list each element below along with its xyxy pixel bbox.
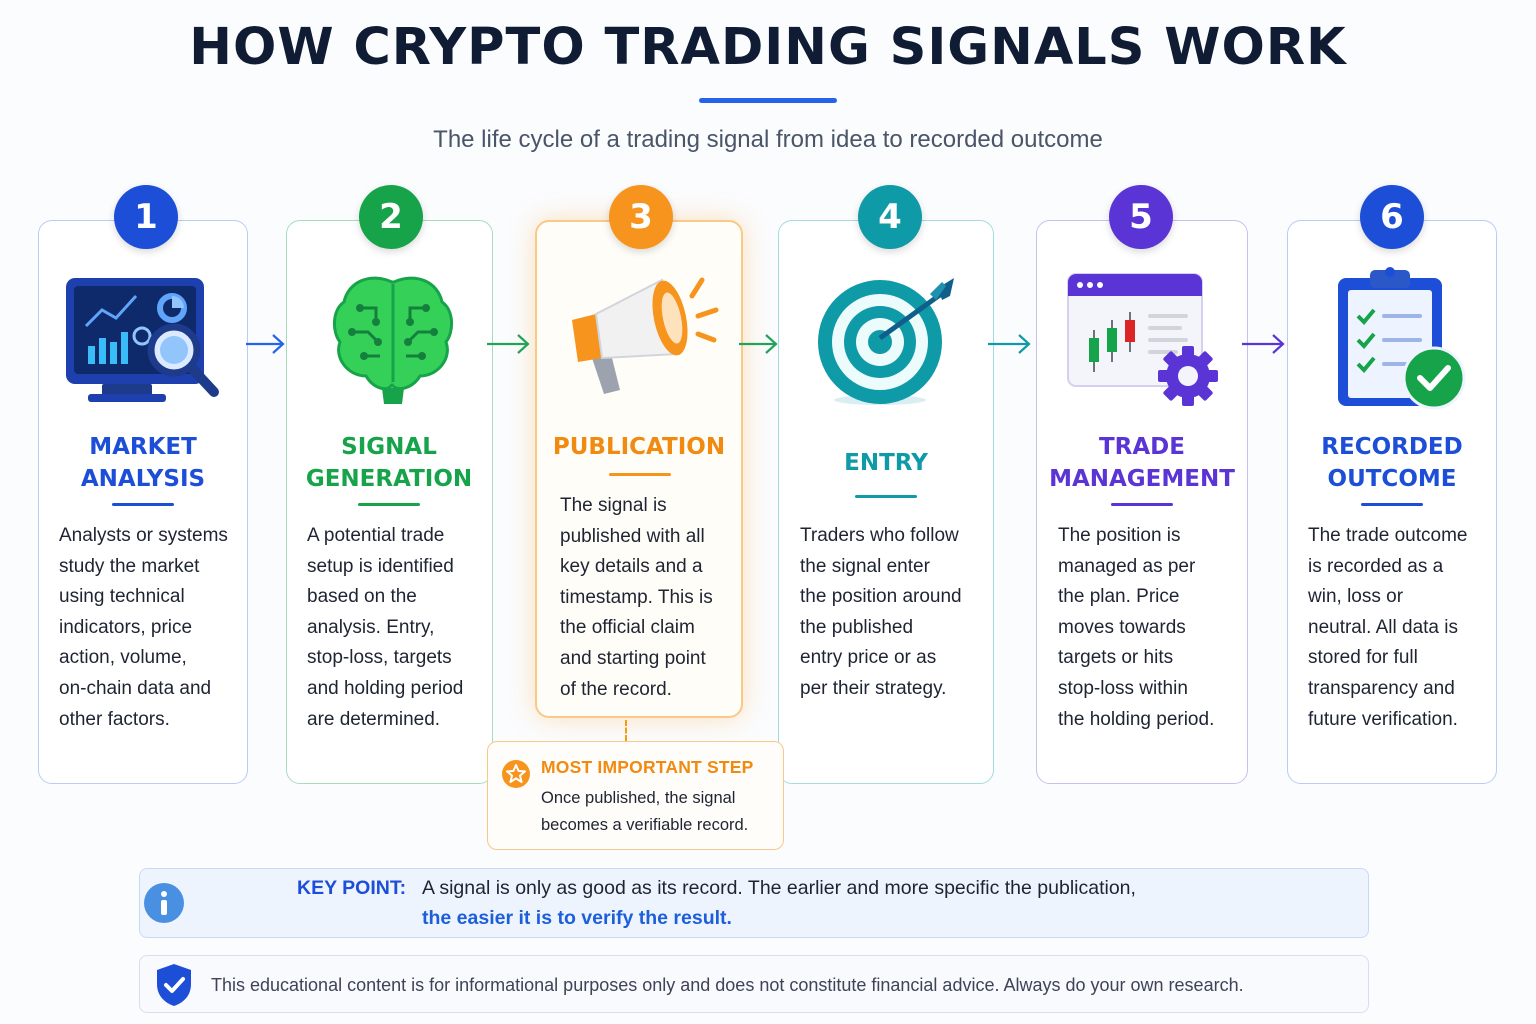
info-icon <box>144 883 184 923</box>
arrow-right-icon <box>487 334 530 354</box>
disclaimer-text: This educational content is for informat… <box>211 975 1244 995</box>
step-description: The signal is published with all key det… <box>560 495 713 700</box>
arrow-right-icon <box>246 334 285 354</box>
arrow-right-icon <box>988 334 1031 354</box>
candlestick-window-gear-icon <box>1067 273 1218 406</box>
heading-underline <box>112 503 174 506</box>
heading-underline <box>855 495 917 498</box>
step-heading: RECORDED OUTCOME <box>1321 434 1463 492</box>
heading-underline <box>1111 503 1173 506</box>
step-heading: SIGNAL GENERATION <box>305 434 473 492</box>
callout-text: Once published, the signal becomes a ver… <box>541 789 749 834</box>
step-description: Analysts or systems study the market usi… <box>59 525 228 730</box>
disclaimer-box <box>139 955 1369 1013</box>
step-number-badge: 4 <box>858 185 922 249</box>
megaphone-icon <box>572 277 719 394</box>
most-important-step-callout <box>487 741 784 850</box>
step-heading: PUBLICATION <box>552 434 726 460</box>
clipboard-check-icon <box>1338 267 1466 410</box>
callout-connector <box>625 720 627 741</box>
target-arrow-icon <box>818 278 954 405</box>
step-number-badge: 2 <box>359 185 423 249</box>
key-point-text: A signal is only as good as its record. … <box>422 877 1136 899</box>
heading-underline <box>1361 503 1423 506</box>
arrow-right-icon <box>1242 334 1285 354</box>
arrow-right-icon <box>739 334 778 354</box>
title-underline <box>699 98 837 103</box>
step-number-badge: 1 <box>114 185 178 249</box>
monitor-chart-magnifier-icon <box>66 278 219 402</box>
step-heading: ENTRY <box>844 450 928 476</box>
key-point-label: KEY POINT: <box>297 877 407 899</box>
step-number-badge: 5 <box>1109 185 1173 249</box>
callout-title: MOST IMPORTANT STEP <box>541 757 754 777</box>
star-icon <box>502 760 530 788</box>
step-description: A potential trade setup is identified ba… <box>307 525 464 730</box>
page-title: HOW CRYPTO TRADING SIGNALS WORK <box>189 18 1347 77</box>
heading-underline <box>609 473 671 476</box>
step-description: The trade outcome is recorded as a win, … <box>1308 525 1468 730</box>
step-number-badge: 6 <box>1360 185 1424 249</box>
step-description: The position is managed as per the plan.… <box>1058 525 1215 730</box>
page-subtitle: The life cycle of a trading signal from … <box>433 126 1103 153</box>
step-heading: MARKET ANALYSIS <box>80 434 206 492</box>
heading-underline <box>358 503 420 506</box>
step-description: Traders who follow the signal enter the … <box>800 525 962 699</box>
circuit-brain-icon <box>333 276 453 404</box>
step-number-badge: 3 <box>609 185 673 249</box>
key-point-highlight: the easier it is to verify the result. <box>422 907 732 929</box>
step-heading: TRADE MANAGEMENT <box>1049 434 1235 492</box>
shield-check-icon <box>157 964 191 1006</box>
key-point-box <box>139 868 1369 938</box>
